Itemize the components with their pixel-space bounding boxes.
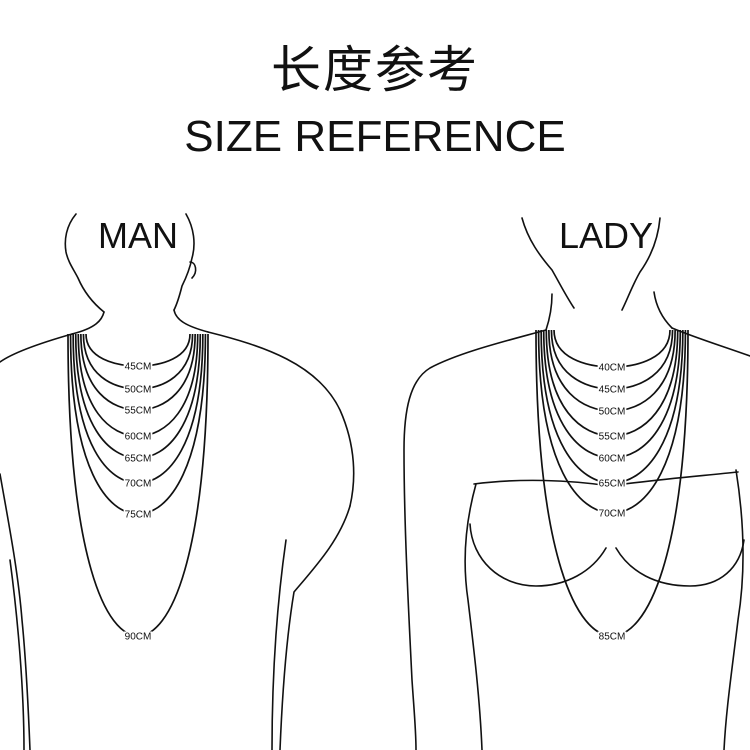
- length-label-background: [597, 406, 627, 418]
- man-length-label: 50CM: [125, 385, 152, 396]
- man-underarm-left: [9, 559, 25, 750]
- lady-chain-1: [553, 329, 671, 368]
- man-chains: 45CM 50CM 55CM 60CM 65CM 70CM 75CM 90CM: [67, 333, 209, 643]
- man-length-label: 60CM: [125, 432, 152, 443]
- man-length-label: 70CM: [125, 479, 152, 490]
- lady-length-label: 85CM: [599, 632, 626, 643]
- lady-arm-left-inner: [464, 483, 483, 750]
- man-neck-left: [71, 311, 105, 335]
- length-label-background: [597, 508, 627, 520]
- man-ear: [189, 261, 197, 279]
- length-label-background: [597, 453, 627, 465]
- man-length-label: 90CM: [125, 632, 152, 643]
- lady-bust-right: [615, 539, 745, 587]
- lady-neck-left: [545, 293, 553, 331]
- title-chinese: 长度参考: [271, 41, 479, 99]
- man-label: MAN: [98, 215, 178, 256]
- lady-length-label: 60CM: [599, 454, 626, 465]
- lady-length-label: 45CM: [599, 385, 626, 396]
- length-label-background: [123, 431, 153, 443]
- length-label-background: [597, 478, 627, 490]
- man-length-label: 55CM: [125, 406, 152, 417]
- length-label-background: [123, 509, 153, 521]
- length-label-background: [123, 405, 153, 417]
- lady-chain-2: [550, 329, 674, 390]
- man-torso-right: [271, 539, 287, 750]
- man-length-label: 75CM: [125, 510, 152, 521]
- lady-head-right: [621, 217, 661, 311]
- lady-length-label: 50CM: [599, 407, 626, 418]
- lady-label: LADY: [559, 215, 653, 256]
- length-label-background: [123, 384, 153, 396]
- length-label-background: [597, 362, 627, 374]
- lady-length-label: 55CM: [599, 432, 626, 443]
- length-label-background: [597, 384, 627, 396]
- lady-length-label: 40CM: [599, 363, 626, 374]
- lady-shoulder-left: [403, 329, 547, 750]
- lady-length-label: 65CM: [599, 479, 626, 490]
- length-label-background: [123, 453, 153, 465]
- length-label-background: [123, 478, 153, 490]
- lady-figure: [403, 217, 750, 750]
- lady-bust-left: [469, 523, 607, 587]
- man-length-label: 65CM: [125, 454, 152, 465]
- lady-shoulder-right: [671, 327, 750, 357]
- man-neck-right: [173, 309, 209, 333]
- lady-head-left: [521, 217, 575, 309]
- lady-arm-right-inner: [723, 469, 744, 750]
- length-label-background: [597, 631, 627, 643]
- length-label-background: [597, 431, 627, 443]
- man-arm-left: [0, 473, 31, 750]
- man-figure: [0, 213, 355, 750]
- lady-chains: 40CM 45CM 50CM 55CM 60CM 65CM 70CM 85CM: [535, 329, 689, 643]
- lady-neck-right: [653, 291, 673, 329]
- lady-chain-4: [545, 329, 679, 437]
- man-shoulder-left: [0, 333, 73, 363]
- length-label-background: [123, 361, 153, 373]
- man-arm-right: [279, 505, 351, 750]
- title-english: SIZE REFERENCE: [184, 112, 566, 161]
- man-shoulder-right: [207, 331, 355, 507]
- man-length-label: 45CM: [125, 362, 152, 373]
- length-label-background: [123, 631, 153, 643]
- man-head-right: [173, 213, 195, 311]
- lady-length-label: 70CM: [599, 509, 626, 520]
- man-head-left: [64, 213, 105, 313]
